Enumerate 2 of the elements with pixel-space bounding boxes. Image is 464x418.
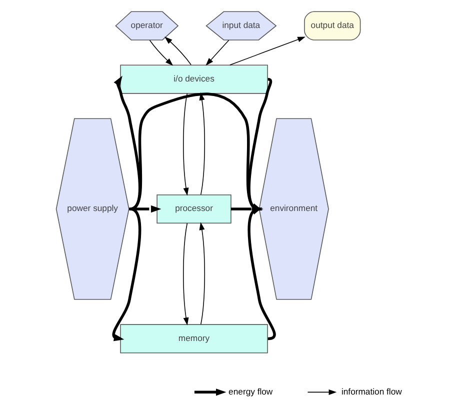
legend-label: information flow xyxy=(341,386,402,396)
legend-label: energy flow xyxy=(228,386,273,396)
